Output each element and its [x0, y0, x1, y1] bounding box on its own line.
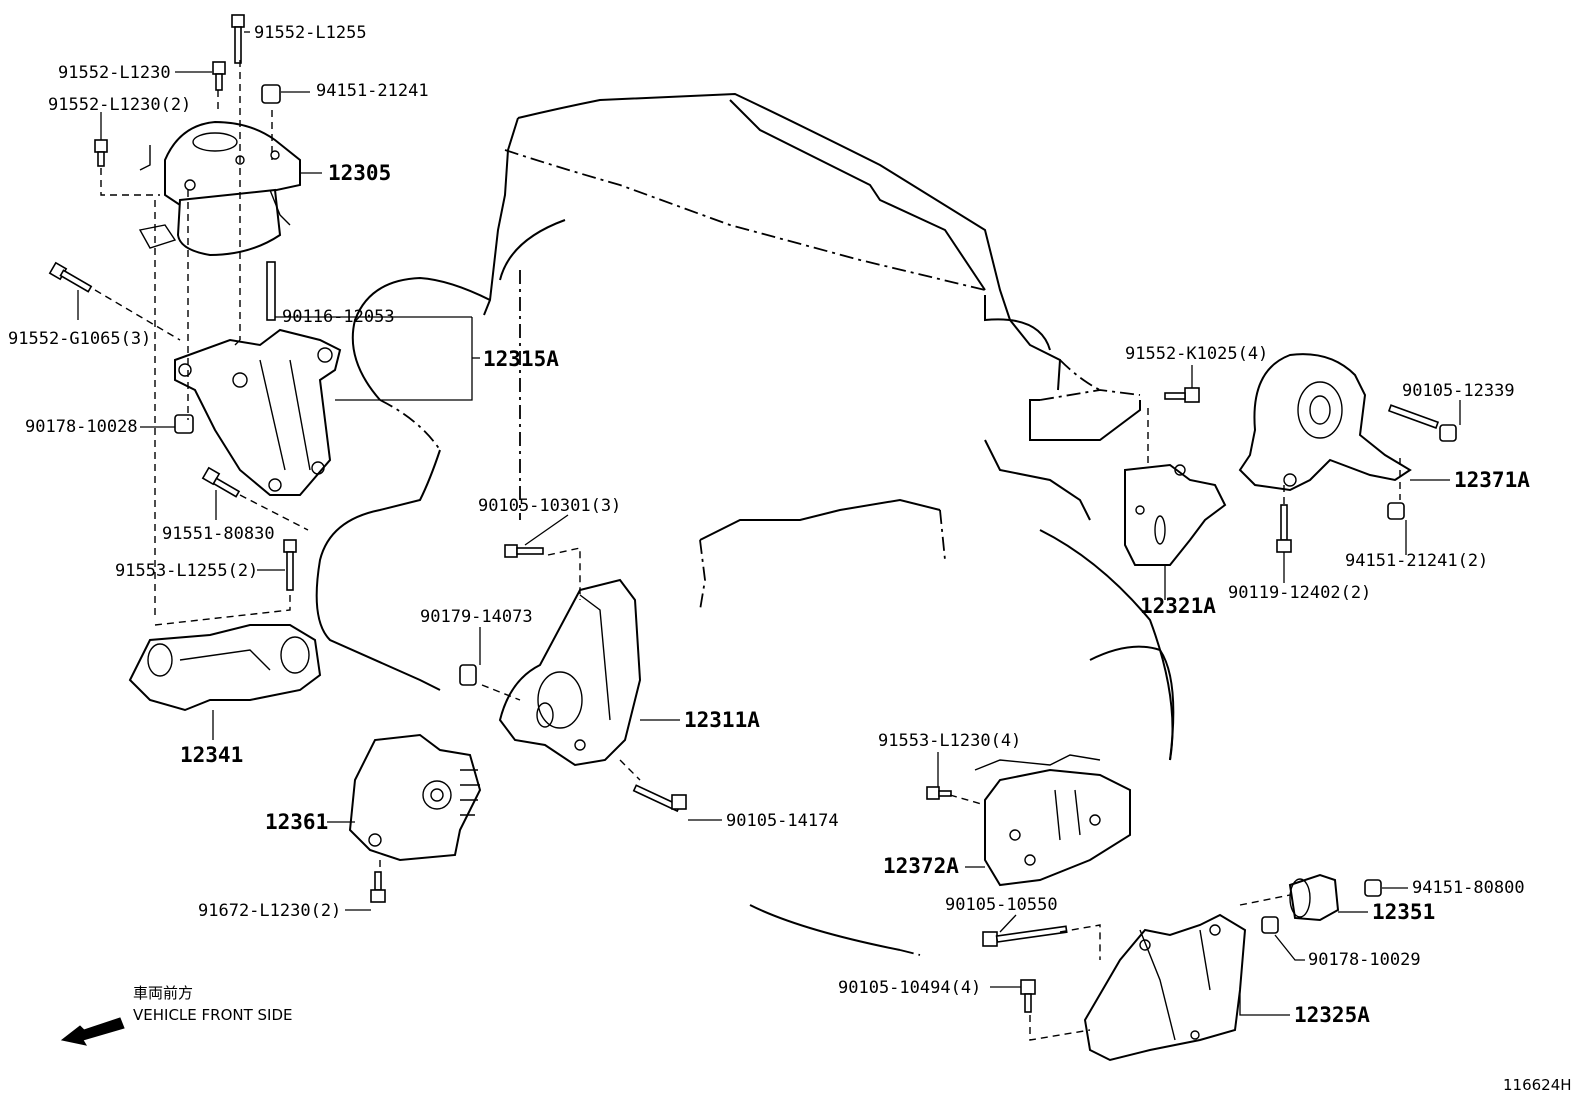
label-90105-12339: 90105-12339 — [1402, 381, 1515, 401]
label-91672-L1230-2: 91672-L1230(2) — [198, 901, 341, 921]
label-91552-K1025-4: 91552-K1025(4) — [1125, 344, 1268, 364]
label-90105-14174: 90105-14174 — [726, 811, 839, 831]
bolt-91551-80830 — [201, 466, 241, 498]
bolt-91552-L1230-2 — [94, 139, 108, 167]
part-12321A — [1124, 463, 1227, 566]
label-91552-L1230-2: 91552-L1230(2) — [48, 95, 191, 115]
label-91552-L1230: 91552-L1230 — [58, 63, 171, 83]
bolt-91553-L1255-2 — [283, 539, 297, 591]
label-12372A: 12372A — [883, 854, 959, 878]
bolt-90105-14174 — [632, 784, 687, 813]
label-91553-L1255-2: 91553-L1255(2) — [115, 561, 258, 581]
part-12371A — [1238, 353, 1412, 492]
label-91551-80830: 91551-80830 — [162, 524, 275, 544]
part-12361 — [348, 733, 482, 862]
label-12305: 12305 — [328, 161, 391, 185]
engine-outline — [315, 92, 1175, 956]
bolt-90119-12402-2 — [1276, 504, 1292, 553]
label-90119-12402-2: 90119-12402(2) — [1228, 583, 1371, 603]
label-90105-10494-4: 90105-10494(4) — [838, 978, 981, 998]
nut-90178-10029 — [1261, 916, 1279, 934]
bolt-91552-K1025-4 — [1164, 387, 1200, 403]
part-12305 — [138, 120, 301, 257]
arrow-left-icon — [60, 1017, 125, 1046]
part-12372A — [974, 754, 1131, 887]
label-94151-21241-2: 94151-21241(2) — [1345, 551, 1488, 571]
bolt-91552-L1255 — [231, 14, 245, 64]
label-12321A: 12321A — [1140, 594, 1216, 618]
label-91552-L1255: 91552-L1255 — [254, 23, 367, 43]
part-labels: 91552-L1255 91552-L1230 91552-L1230(2) 9… — [8, 23, 1572, 1094]
bolt-90105-10494-4 — [1020, 979, 1036, 1013]
leader-lines — [77, 31, 1461, 1016]
assembly-lines — [94, 60, 1401, 1041]
label-90116-12053: 90116-12053 — [282, 307, 395, 327]
nut-94151-21241-2 — [1387, 502, 1405, 520]
part-12315A — [174, 328, 342, 496]
bolt-90105-12339 — [1387, 404, 1457, 442]
label-12325A: 12325A — [1294, 1003, 1370, 1027]
label-90178-10028: 90178-10028 — [25, 417, 138, 437]
fasteners — [48, 14, 1457, 1013]
label-12371A: 12371A — [1454, 468, 1530, 492]
diagram-id: 116624H — [1503, 1076, 1572, 1094]
label-90179-14073: 90179-14073 — [420, 607, 533, 627]
label-91552-G1065-3: 91552-G1065(3) — [8, 329, 151, 349]
label-94151-80800: 94151-80800 — [1412, 878, 1525, 898]
nut-90179-14073 — [459, 664, 477, 686]
nut-94151-80800 — [1364, 879, 1382, 897]
label-12315A: 12315A — [483, 347, 559, 371]
bolt-91552-L1230 — [212, 61, 226, 91]
part-12325A — [1083, 913, 1247, 1062]
label-12341: 12341 — [180, 743, 243, 767]
nut-90178-10028 — [174, 414, 194, 434]
label-94151-21241: 94151-21241 — [316, 81, 429, 101]
direction-label-english: VEHICLE FRONT SIDE — [133, 1006, 293, 1024]
label-91553-L1230-4: 91553-L1230(4) — [878, 731, 1021, 751]
part-12311A — [498, 578, 642, 767]
label-90178-10029: 90178-10029 — [1308, 950, 1421, 970]
label-90105-10550: 90105-10550 — [945, 895, 1058, 915]
vehicle-front-arrow — [60, 1017, 125, 1046]
nut-94151-21241 — [261, 84, 281, 104]
bolt-90105-10301 — [504, 544, 544, 558]
part-12351 — [1288, 873, 1340, 922]
bolt-91553-L1230-4 — [926, 786, 952, 800]
bolt-91552-G1065 — [48, 261, 93, 293]
bolt-91672-L1230-2 — [370, 871, 386, 903]
bolt-90105-10550 — [982, 925, 1068, 947]
direction-label-japanese: 車両前方 — [133, 984, 193, 1002]
label-90105-10301-3: 90105-10301(3) — [478, 496, 621, 516]
label-12351: 12351 — [1372, 900, 1435, 924]
part-12341 — [128, 624, 322, 712]
label-12361: 12361 — [265, 810, 328, 834]
stud-90116-12053 — [266, 261, 276, 321]
label-12311A: 12311A — [684, 708, 760, 732]
